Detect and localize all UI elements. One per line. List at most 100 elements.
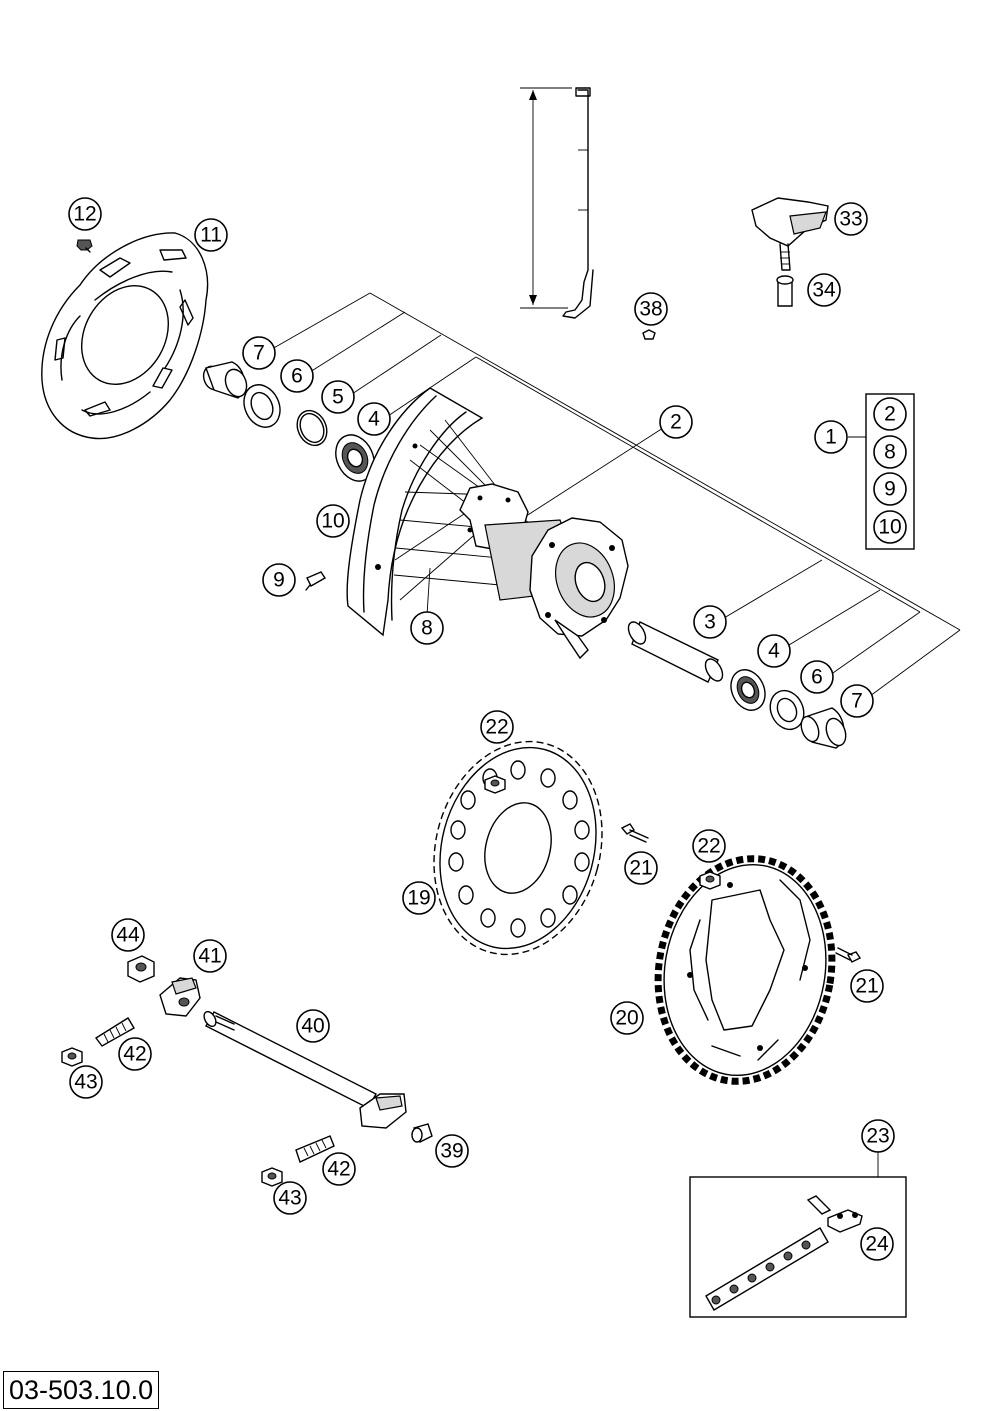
svg-text:21: 21	[855, 975, 878, 998]
svg-text:22: 22	[697, 835, 720, 858]
brake-disc	[41, 232, 209, 440]
right-seal	[769, 689, 805, 731]
svg-text:7: 7	[253, 342, 265, 365]
right-spacer	[800, 707, 847, 749]
callout-22-a: 22	[480, 710, 514, 744]
svg-text:8: 8	[421, 617, 433, 640]
svg-text:10: 10	[321, 510, 344, 533]
svg-text:34: 34	[812, 279, 836, 302]
svg-text:4: 4	[768, 640, 780, 663]
callout-19: 19	[402, 881, 436, 915]
kit-item-10: 10	[878, 516, 901, 539]
chain	[705, 1227, 829, 1311]
svg-text:12: 12	[73, 203, 96, 226]
svg-text:4: 4	[368, 408, 380, 431]
svg-text:41: 41	[198, 945, 221, 968]
callout-22-b: 22	[692, 829, 726, 863]
chain-box	[689, 1176, 907, 1318]
svg-text:44: 44	[116, 924, 140, 947]
part-38	[642, 329, 656, 340]
svg-text:39: 39	[440, 1140, 463, 1163]
kit-item-9: 9	[884, 478, 896, 501]
hub	[459, 483, 629, 660]
callout-34: 34	[807, 273, 841, 307]
callout-38: 38	[634, 292, 668, 326]
callout-40: 40	[296, 1009, 330, 1043]
callout-11: 11	[194, 218, 228, 252]
svg-text:43: 43	[74, 1071, 97, 1094]
svg-text:21: 21	[629, 857, 652, 880]
kit-item-8: 8	[884, 441, 896, 464]
svg-text:5: 5	[332, 386, 344, 409]
svg-text:19: 19	[407, 887, 430, 910]
sprocket-bolt-b	[835, 947, 862, 963]
callout-1: 1	[814, 420, 848, 454]
lock-nut-right	[261, 1167, 283, 1187]
callout-39: 39	[435, 1134, 469, 1168]
spoke-dimension	[520, 87, 572, 309]
plug-39	[411, 1123, 433, 1143]
callout-12: 12	[68, 197, 102, 231]
chain-adjuster-right	[359, 1093, 407, 1129]
svg-text:6: 6	[811, 666, 823, 689]
sprocket-20	[654, 855, 836, 1085]
callout-33: 33	[834, 202, 868, 236]
lock-nut-left	[61, 1047, 83, 1067]
svg-text:33: 33	[839, 208, 862, 231]
callout-24: 24	[860, 1227, 894, 1261]
callout-23: 23	[861, 1119, 895, 1153]
svg-text:24: 24	[865, 1233, 889, 1256]
sprocket-19	[433, 740, 603, 956]
svg-text:22: 22	[485, 716, 508, 739]
callout-7-top: 7	[242, 336, 276, 370]
rim-valve	[305, 571, 326, 591]
axle	[203, 1010, 377, 1109]
spoke	[562, 87, 594, 319]
svg-text:43: 43	[278, 1187, 301, 1210]
callout-9: 9	[262, 563, 296, 597]
callout-10: 10	[316, 504, 350, 538]
master-link	[806, 1195, 863, 1233]
svg-text:38: 38	[639, 298, 662, 321]
svg-text:42: 42	[123, 1043, 146, 1066]
svg-text:23: 23	[866, 1125, 889, 1148]
circlip	[296, 409, 328, 447]
left-bearing	[335, 434, 375, 482]
rim-lock	[751, 197, 829, 271]
drawing-number: 03-503.10.0	[3, 1371, 160, 1409]
left-spacer	[202, 361, 248, 399]
adjust-screw-right	[295, 1135, 335, 1163]
sprocket-nut-a	[484, 775, 506, 794]
callout-8: 8	[410, 611, 444, 645]
callout-3: 3	[693, 605, 727, 639]
kit-item-2: 2	[884, 403, 896, 426]
axle-nut	[127, 955, 155, 983]
adjust-screw-left	[94, 1017, 135, 1047]
callout-2: 2	[659, 405, 693, 439]
kit-group: 2 8 9 10	[865, 393, 915, 550]
svg-text:1: 1	[825, 426, 837, 449]
callout-4-bottom: 4	[757, 634, 791, 668]
left-seal	[243, 384, 281, 428]
callout-44: 44	[111, 918, 145, 952]
rim-lock-nut	[776, 275, 794, 307]
callout-43-left: 43	[69, 1065, 103, 1099]
callout-21-b: 21	[850, 969, 884, 1003]
svg-text:20: 20	[615, 1007, 638, 1030]
svg-text:40: 40	[301, 1015, 324, 1038]
chain-adjuster-left	[159, 977, 201, 1017]
svg-text:2: 2	[670, 411, 682, 434]
sprocket-nut-b	[699, 871, 721, 890]
disc-screw	[76, 239, 93, 253]
leader-lines	[271, 292, 961, 1177]
callout-21-a: 21	[624, 851, 658, 885]
sprocket-bolt-a	[620, 823, 649, 843]
axle-sleeve	[627, 621, 724, 683]
right-bearing	[730, 669, 766, 711]
rim	[346, 387, 484, 637]
svg-text:3: 3	[704, 611, 716, 634]
callout-41: 41	[193, 939, 227, 973]
svg-text:11: 11	[200, 224, 222, 247]
callout-6-top: 6	[280, 359, 314, 393]
